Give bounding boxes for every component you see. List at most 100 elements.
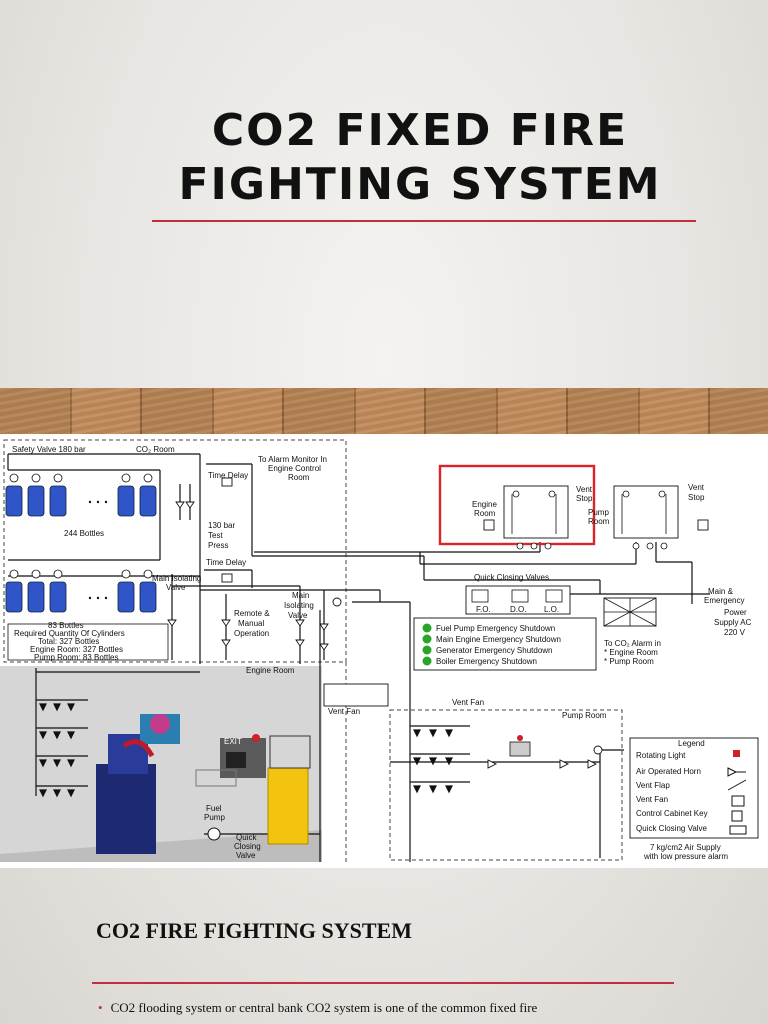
- pump-room-rotating-light: [517, 735, 523, 741]
- shutdown-4-label: Boiler Emergency Shutdown: [436, 657, 537, 666]
- bottles-83-label: 83 Bottles: [48, 621, 84, 630]
- main-emergency-line1: Main &: [708, 587, 734, 596]
- pump-room-nozzles: [410, 725, 470, 794]
- legend-item-3: Vent Flap: [636, 781, 670, 790]
- cabinet-key-icon: [697, 519, 709, 531]
- title-divider: [152, 220, 696, 222]
- fo-label: F.O.: [476, 605, 491, 614]
- legend-title: Legend: [678, 739, 705, 748]
- test-press-line3: Press: [208, 541, 228, 550]
- cylinder-bank-upper: [5, 473, 157, 517]
- co2-room-label: CO₂ Room: [136, 445, 175, 454]
- main-engine-illustration: [96, 714, 266, 854]
- main-isolating-line3: Valve: [288, 611, 308, 620]
- quick-closing-valve-line3: Valve: [236, 851, 256, 860]
- fuel-pump-line1: Fuel: [206, 804, 222, 813]
- valve-symbols: [167, 477, 603, 769]
- co2-system-diagram: Safety Valve 180 bar CO₂ Room 244 Bottle…: [0, 434, 768, 868]
- co2-room-boundary: [3, 439, 347, 663]
- main-isolating-small-line2: Valve: [166, 583, 186, 592]
- control-cabinet-key-icon: [731, 810, 743, 822]
- vent-fan-box: [323, 683, 389, 707]
- legend-icons: [727, 750, 747, 835]
- main-isolating-line2: Isolating: [284, 601, 314, 610]
- slide-title: CO2 FIXED FIRE FIGHTING SYSTEM: [120, 104, 720, 212]
- shutdown-indicator-lights: [422, 623, 432, 666]
- bullet-dot-icon: •: [98, 1000, 103, 1015]
- alarm-monitor-line1: To Alarm Monitor In: [258, 455, 327, 464]
- pump-room-cab-line2: Room: [588, 517, 610, 526]
- vent-stop-b-line2: Stop: [688, 493, 705, 502]
- pump-room-qty-label: Pump Room: 83 Bottles: [34, 653, 118, 662]
- engine-room-nozzles: [35, 668, 200, 798]
- required-qty-label: Required Quantity Of Cylinders: [14, 629, 125, 638]
- quick-closing-valve-icon: [729, 825, 747, 835]
- power-supply-line2: Supply AC: [714, 618, 752, 627]
- air-horn-icon: [727, 767, 746, 777]
- do-label: D.O.: [510, 605, 526, 614]
- main-isolating-line1: Main: [292, 591, 309, 600]
- main-isolating-small-line1: Main Isolating: [152, 574, 201, 583]
- legend-item-6: Quick Closing Valve: [636, 824, 708, 833]
- bullet-item: • CO2 flooding system or central bank CO2…: [98, 1000, 537, 1016]
- engine-room-cab-line1: Engine: [472, 500, 497, 509]
- shutdown-1-label: Fuel Pump Emergency Shutdown: [436, 624, 555, 633]
- quick-closing-valve-line2: Closing: [234, 842, 261, 851]
- co2-alarm-line1: To CO₂ Alarm in: [604, 639, 661, 648]
- diagram-svg: Safety Valve 180 bar CO₂ Room 244 Bottle…: [0, 439, 759, 862]
- rotating-light-icon: [733, 750, 740, 757]
- vent-flap-icon: [727, 779, 747, 791]
- time-delay-label-1: Time Delay: [208, 471, 248, 480]
- vent-stop-b-line1: Vent: [688, 483, 705, 492]
- pump-room-label: Pump Room: [562, 711, 607, 720]
- shutdown-panel: [413, 617, 597, 671]
- fuel-tank: [267, 767, 309, 845]
- slide-title-line1: CO2 FIXED FIRE: [211, 105, 629, 156]
- fuel-pump-icon: [207, 827, 221, 841]
- bottles-244-label: 244 Bottles: [64, 529, 104, 538]
- alarm-monitor-line2: Engine Control: [268, 464, 321, 473]
- total-label: Total: 327 Bottles: [38, 637, 99, 646]
- vent-stop-a-line2: Stop: [576, 494, 593, 503]
- quick-closing-valve-line1: Quick: [236, 833, 257, 842]
- test-press-line1: 130 bar: [208, 521, 235, 530]
- engine-room-cab-line2: Room: [474, 509, 496, 518]
- air-supply-line2: with low pressure alarm: [643, 852, 728, 861]
- engine-room-floor: [0, 830, 322, 862]
- pump-room-boundary: [389, 709, 623, 861]
- air-supply-line1: 7 kg/cm2 Air Supply: [650, 843, 721, 852]
- exit-label: EXIT: [224, 737, 242, 746]
- engine-room-label: Engine Room: [246, 666, 295, 675]
- cylinder-bank-lower: [5, 569, 157, 613]
- vent-fan-label-1: Vent Fan: [328, 707, 360, 716]
- legend-item-2: Air Operated Horn: [636, 767, 701, 776]
- cabinet-key-icon: [483, 519, 495, 531]
- pump-room-alarm: [509, 741, 531, 757]
- engine-room-cabinet-highlight: [438, 464, 596, 546]
- shutdown-3-label: Generator Emergency Shutdown: [436, 646, 553, 655]
- co2-alarm-line2: * Engine Room: [604, 648, 658, 657]
- remote-line1: Remote &: [234, 609, 270, 618]
- bullet-text: CO2 flooding system or central bank CO2 …: [110, 1000, 538, 1015]
- fuel-pump-line2: Pump: [204, 813, 225, 822]
- power-supply-line1: Power: [724, 608, 747, 617]
- vent-stop-a-line1: Vent: [576, 485, 593, 494]
- quick-closing-valves-label: Quick Closing Valves: [474, 573, 549, 582]
- safety-valve-label: Safety Valve 180 bar: [12, 445, 86, 454]
- slide-title-line2: FIGHTING SYSTEM: [178, 159, 662, 210]
- power-supply-line3: 220 V: [724, 628, 746, 637]
- alarm-monitor-line3: Room: [288, 473, 310, 482]
- vent-fan-label-2: Vent Fan: [452, 698, 484, 707]
- engine-room-qty-label: Engine Room: 327 Bottles: [30, 645, 123, 654]
- remote-line2: Manual: [238, 619, 264, 628]
- section-subtitle: CO2 FIRE FIGHTING SYSTEM: [96, 918, 412, 943]
- legend-item-4: Vent Fan: [636, 795, 668, 804]
- vent-fan-icon: [731, 795, 745, 807]
- co2-alarm-line3: * Pump Room: [604, 657, 654, 666]
- legend-item-5: Control Cabinet Key: [636, 809, 708, 818]
- wood-banner: [0, 388, 768, 434]
- subtitle-divider: [92, 982, 674, 984]
- quantity-box: [7, 623, 169, 661]
- pump-room-cab-line1: Pump: [588, 508, 609, 517]
- time-delay-label-2: Time Delay: [206, 558, 246, 567]
